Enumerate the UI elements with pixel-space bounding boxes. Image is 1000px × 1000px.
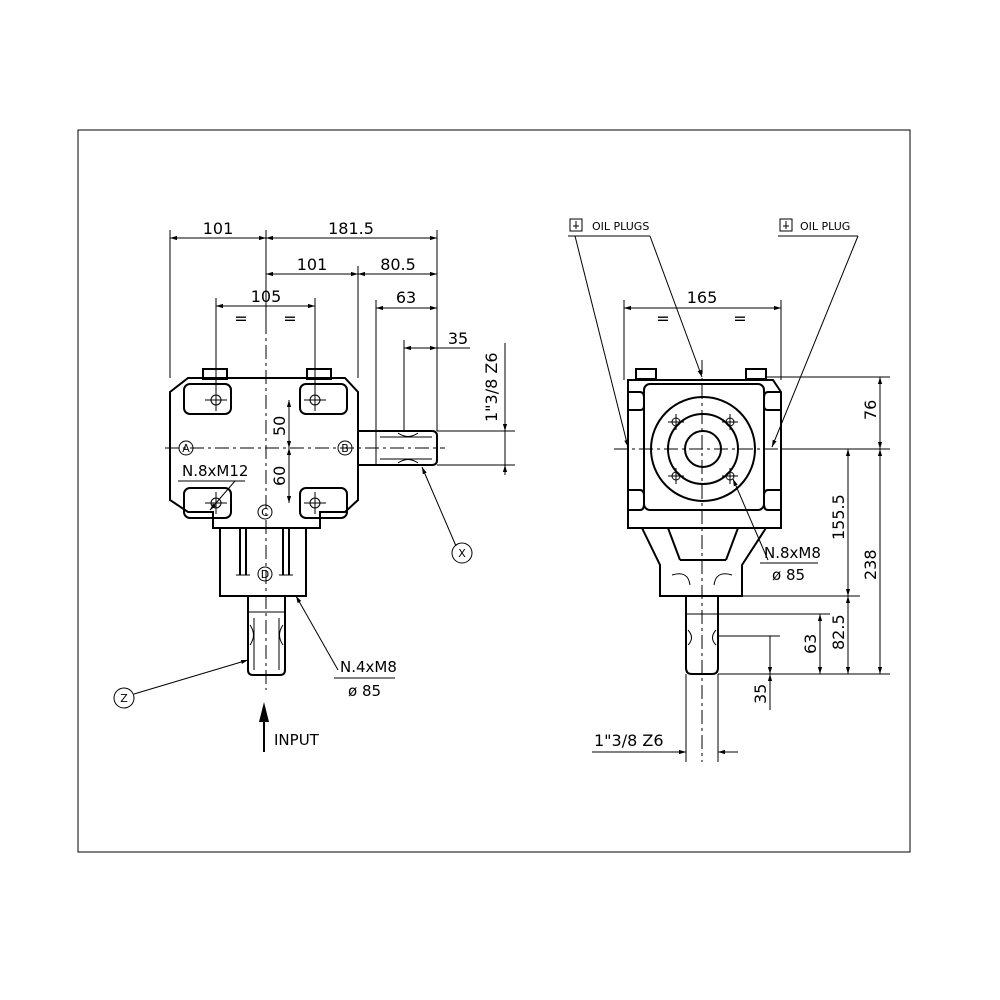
output-shaft-right <box>358 430 438 466</box>
marker-c: C <box>261 506 269 519</box>
right-flange-bolts <box>668 414 738 484</box>
left-equal-mark-2: = <box>283 309 296 328</box>
bolt-pad-top-left <box>183 383 232 415</box>
dim-165: 165 <box>687 288 718 307</box>
left-housing-outline <box>169 377 359 529</box>
dim-35-right: 35 <box>751 684 770 704</box>
dim-155-5: 155.5 <box>829 494 848 540</box>
bolt-pad-top-right <box>299 383 348 415</box>
marker-b: B <box>341 442 349 455</box>
note-bolts-right: N.8xM8 <box>764 544 821 562</box>
dim-63-right: 63 <box>801 634 820 654</box>
dim-181-5: 181.5 <box>328 219 374 238</box>
left-view: 101 181.5 101 80.5 105 = = 63 35 1"3/8 Z… <box>113 219 515 752</box>
bolt-holes-left <box>205 389 326 514</box>
right-view: OIL PLUGS OIL PLUG 165 = = 76 238 155.5 <box>568 218 890 762</box>
dim-101-a: 101 <box>203 219 234 238</box>
shaft-spec-right: 1"3/8 Z6 <box>594 731 664 750</box>
bolt-pad-bottom-right <box>299 487 348 519</box>
note-flange-bolts: N.4xM8 <box>340 658 397 676</box>
dim-101-b: 101 <box>297 255 328 274</box>
dim-76: 76 <box>861 400 880 420</box>
left-equal-mark-1: = <box>234 309 247 328</box>
dim-35-left: 35 <box>448 329 468 348</box>
left-top-boss-left <box>202 368 228 380</box>
marker-d-circle <box>257 566 273 582</box>
marker-a: A <box>182 442 190 455</box>
input-arrow-icon <box>259 702 269 722</box>
right-equal-mark-2: = <box>733 309 746 328</box>
marker-x-circle <box>451 542 473 564</box>
dim-238: 238 <box>861 549 880 580</box>
dim-60: 60 <box>270 466 289 486</box>
note-diameter-right: ø 85 <box>772 566 805 584</box>
drawing-frame <box>77 129 911 853</box>
marker-z-circle <box>113 687 135 709</box>
note-flange-diameter: ø 85 <box>348 682 381 700</box>
marker-a-circle <box>178 440 194 456</box>
shaft-spec-left: 1"3/8 Z6 <box>482 352 501 422</box>
oil-plugs-label: OIL PLUGS <box>592 220 649 233</box>
dim-63-left: 63 <box>396 288 416 307</box>
left-neck <box>219 528 307 597</box>
oil-plug-label: OIL PLUG <box>800 220 850 233</box>
marker-b-circle <box>337 440 353 456</box>
marker-d: D <box>261 568 269 581</box>
dim-82-5: 82.5 <box>829 614 848 650</box>
oil-plug-icon <box>779 218 793 232</box>
bolt-pad-bottom-left <box>183 487 232 519</box>
dim-105: 105 <box>251 287 282 306</box>
dim-80-5: 80.5 <box>380 255 416 274</box>
left-top-boss-right <box>306 368 332 380</box>
note-bolts-left: N.8xM12 <box>182 462 248 480</box>
marker-z: Z <box>120 692 128 705</box>
dim-50: 50 <box>270 416 289 436</box>
right-housing-outline <box>627 379 782 529</box>
right-lower-taper <box>641 527 767 597</box>
marker-x: X <box>458 547 466 560</box>
right-equal-mark-1: = <box>656 309 669 328</box>
marker-c-circle <box>257 504 273 520</box>
oil-plugs-icon <box>569 218 583 232</box>
note-input: INPUT <box>274 731 320 749</box>
